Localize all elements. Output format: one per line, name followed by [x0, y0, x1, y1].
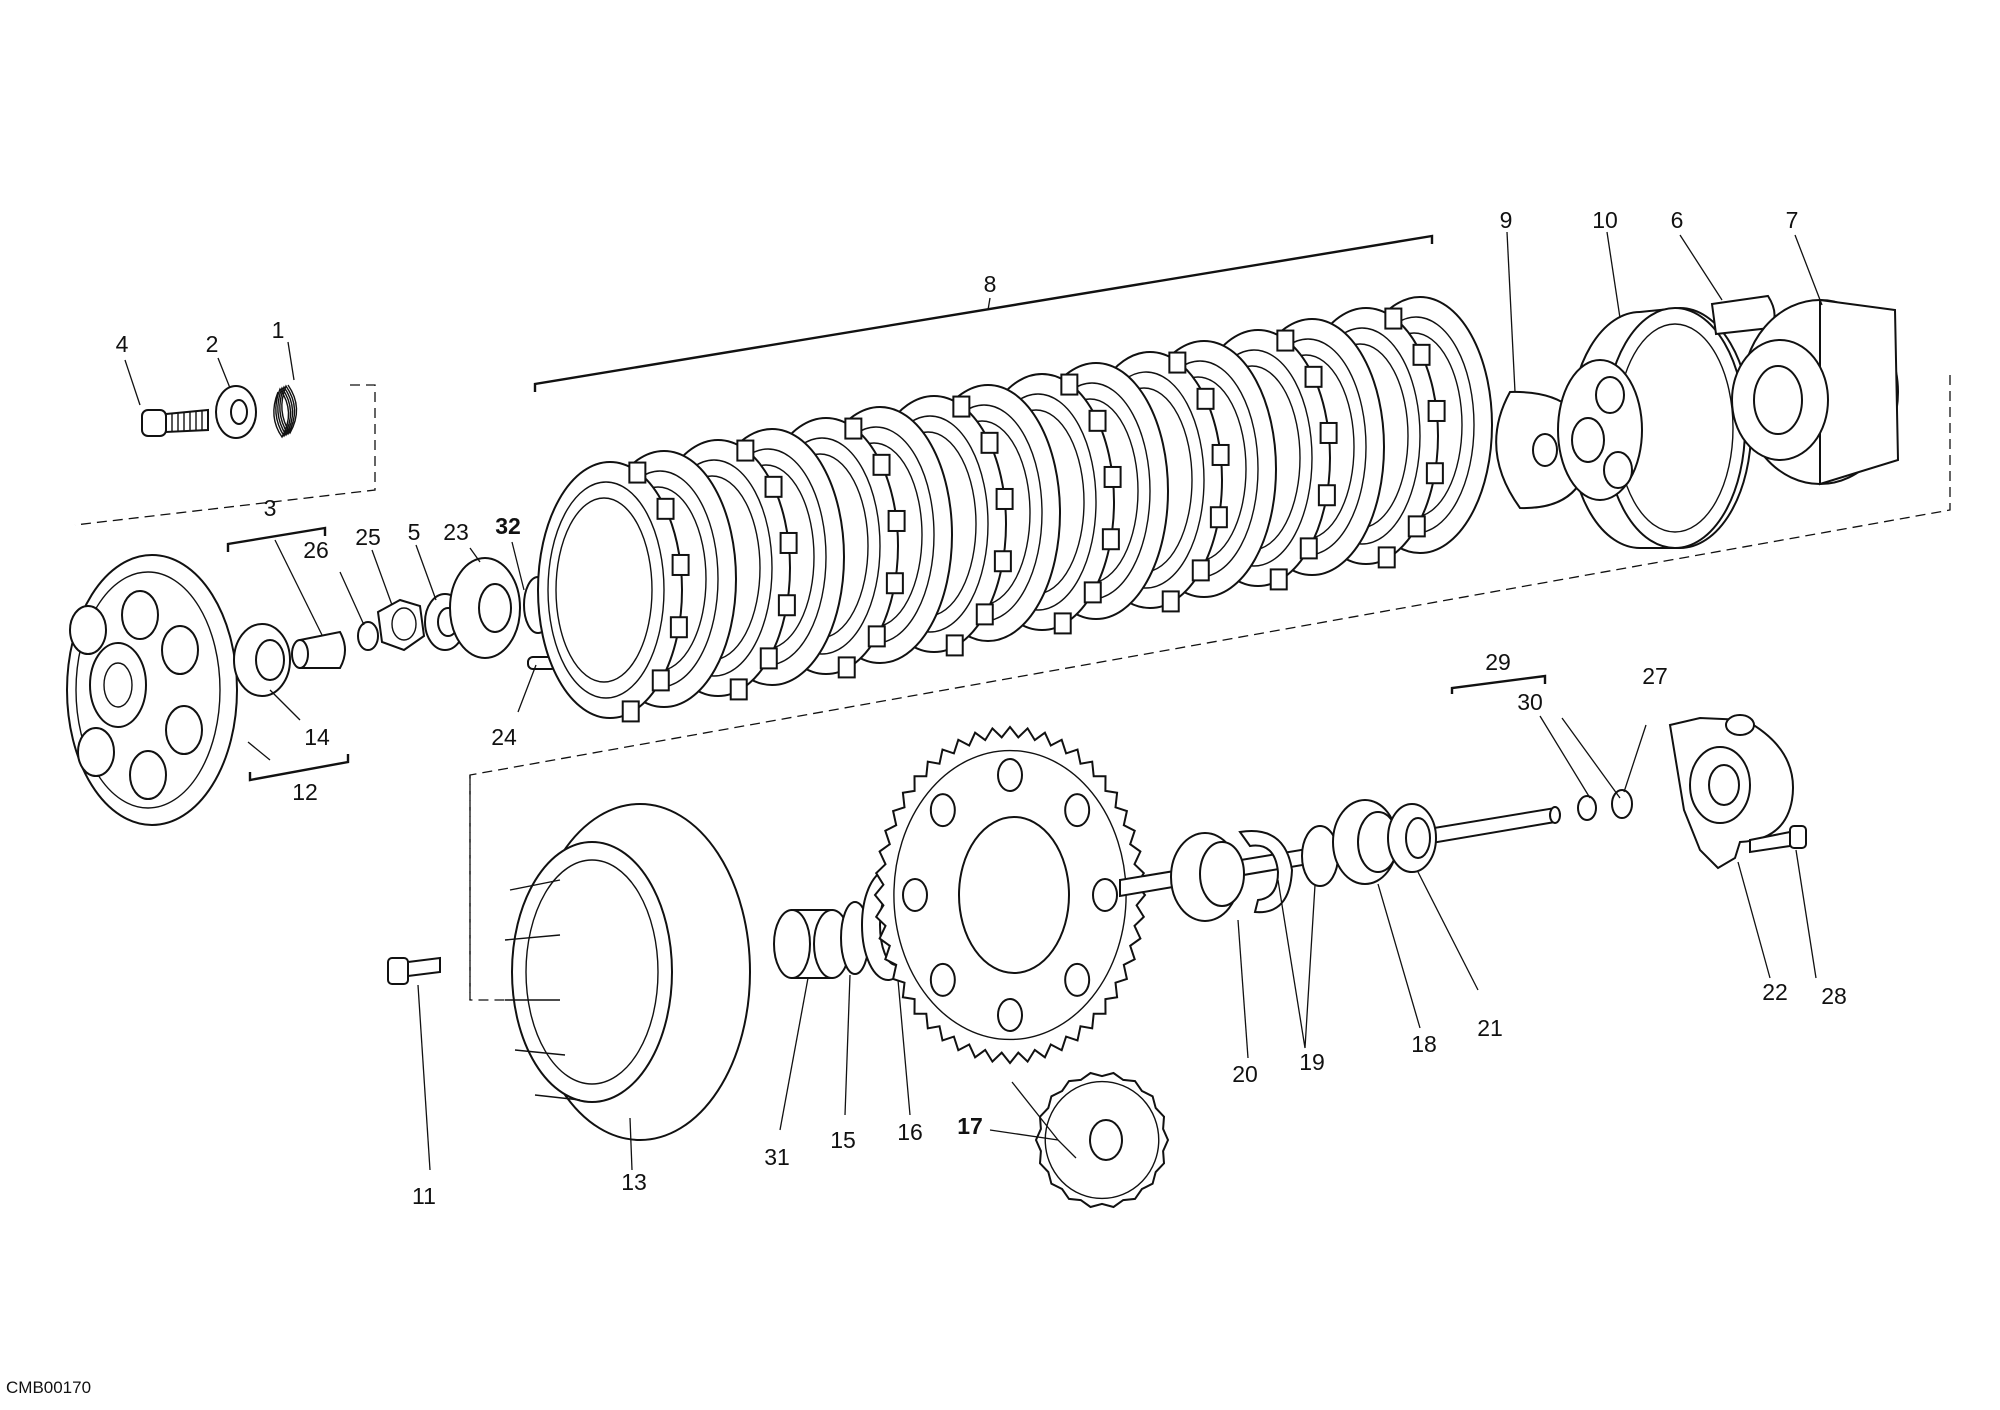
callout-27: 27	[1642, 663, 1668, 689]
callout-12: 12	[292, 779, 318, 805]
callout-2: 2	[206, 331, 219, 357]
screw-28	[1749, 825, 1807, 854]
callout-6: 6	[1671, 207, 1684, 233]
callout-22: 22	[1762, 979, 1788, 1005]
circlip-27	[1611, 789, 1633, 819]
drawing-code: CMB00170	[6, 1378, 92, 1397]
callout-1: 1	[272, 317, 285, 343]
screw-4	[141, 408, 209, 437]
callout-25: 25	[355, 524, 381, 550]
bush-31	[773, 909, 851, 979]
callout-9: 9	[1500, 207, 1513, 233]
leader-lines	[124, 231, 1823, 1171]
brace-29	[1450, 674, 1547, 694]
o-ring-26	[357, 621, 379, 651]
pinion-gear-17	[1034, 1071, 1170, 1209]
callout-30: 30	[1517, 689, 1543, 715]
callout-14: 14	[304, 724, 330, 750]
clutch-hub-10	[1557, 306, 1753, 549]
callout-15: 15	[830, 1127, 856, 1153]
bolt-11	[387, 956, 441, 985]
clutch-plate-pack-8	[537, 296, 1493, 723]
bearing-20	[1170, 832, 1245, 922]
circlip-19a	[1238, 830, 1294, 914]
callout-24: 24	[491, 724, 517, 750]
callout-23: 23	[443, 519, 469, 545]
brace-12	[248, 754, 350, 782]
nut-25	[376, 598, 426, 652]
callout-21: 21	[1477, 1015, 1503, 1041]
push-piece-3	[291, 630, 346, 669]
callout-4: 4	[116, 331, 129, 357]
callout-8: 8	[984, 271, 997, 297]
cover-7	[1731, 298, 1900, 486]
ring-30	[1577, 795, 1597, 821]
callout-13: 13	[621, 1169, 647, 1195]
callout-3: 3	[264, 495, 277, 521]
callout-29: 29	[1485, 649, 1511, 675]
ring-23	[449, 557, 521, 659]
brace-3	[226, 526, 327, 552]
clutch-plate	[537, 461, 690, 723]
callout-labels: 1 2 3 4 5 6 7 8 9 10 11 12 13 14 15 16 1…	[116, 207, 1847, 1209]
clutch-housing-13	[504, 803, 751, 1141]
callout-20: 20	[1232, 1061, 1258, 1087]
bearing-21	[1387, 803, 1437, 873]
callout-26: 26	[303, 537, 329, 563]
callout-11: 11	[412, 1183, 436, 1209]
pressure-plate-12	[66, 554, 238, 826]
callout-28: 28	[1821, 983, 1847, 1009]
washer-2	[215, 385, 257, 439]
callout-19: 19	[1299, 1049, 1325, 1075]
callout-16: 16	[897, 1119, 923, 1145]
brace-8	[533, 234, 1434, 392]
bearing-14	[233, 623, 291, 697]
callout-31: 31	[764, 1144, 790, 1170]
spring-1	[273, 384, 298, 439]
callout-5: 5	[408, 519, 421, 545]
callout-18: 18	[1411, 1031, 1437, 1057]
primary-gear-17	[873, 725, 1147, 1065]
callout-7: 7	[1786, 207, 1799, 233]
callout-17: 17	[957, 1113, 983, 1139]
callout-32: 32	[495, 513, 521, 539]
slave-cylinder-22	[1668, 714, 1794, 870]
callout-10: 10	[1592, 207, 1618, 233]
